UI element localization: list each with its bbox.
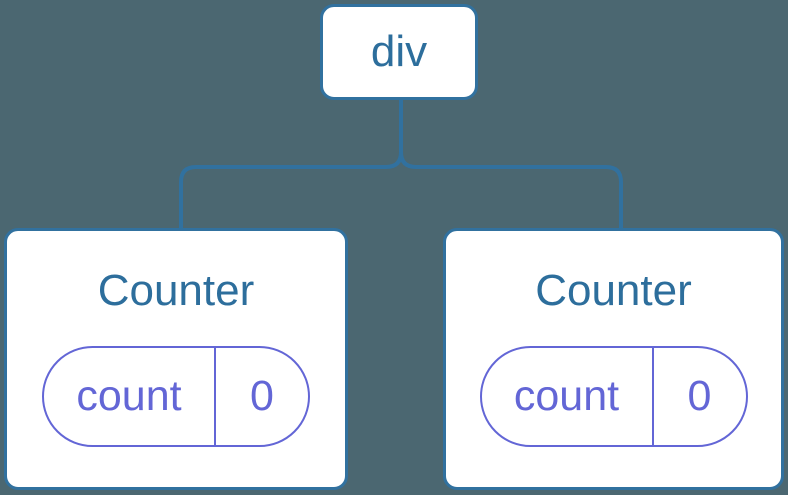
tree-node-counter-left: Counter count 0 (4, 228, 348, 490)
tree-node-div: div (320, 4, 478, 100)
state-value: 0 (651, 348, 746, 445)
root-node-label: div (370, 27, 428, 76)
state-value: 0 (214, 348, 308, 445)
state-key: count (513, 372, 620, 420)
connector-left-branch (179, 100, 403, 229)
component-name: Counter (97, 266, 255, 315)
connector-right-branch (399, 100, 623, 229)
state-pill: count 0 (42, 346, 310, 447)
state-key: count (76, 372, 182, 420)
state-pill: count 0 (479, 346, 748, 447)
component-name: Counter (535, 266, 692, 315)
tree-node-counter-right: Counter count 0 (443, 228, 784, 490)
